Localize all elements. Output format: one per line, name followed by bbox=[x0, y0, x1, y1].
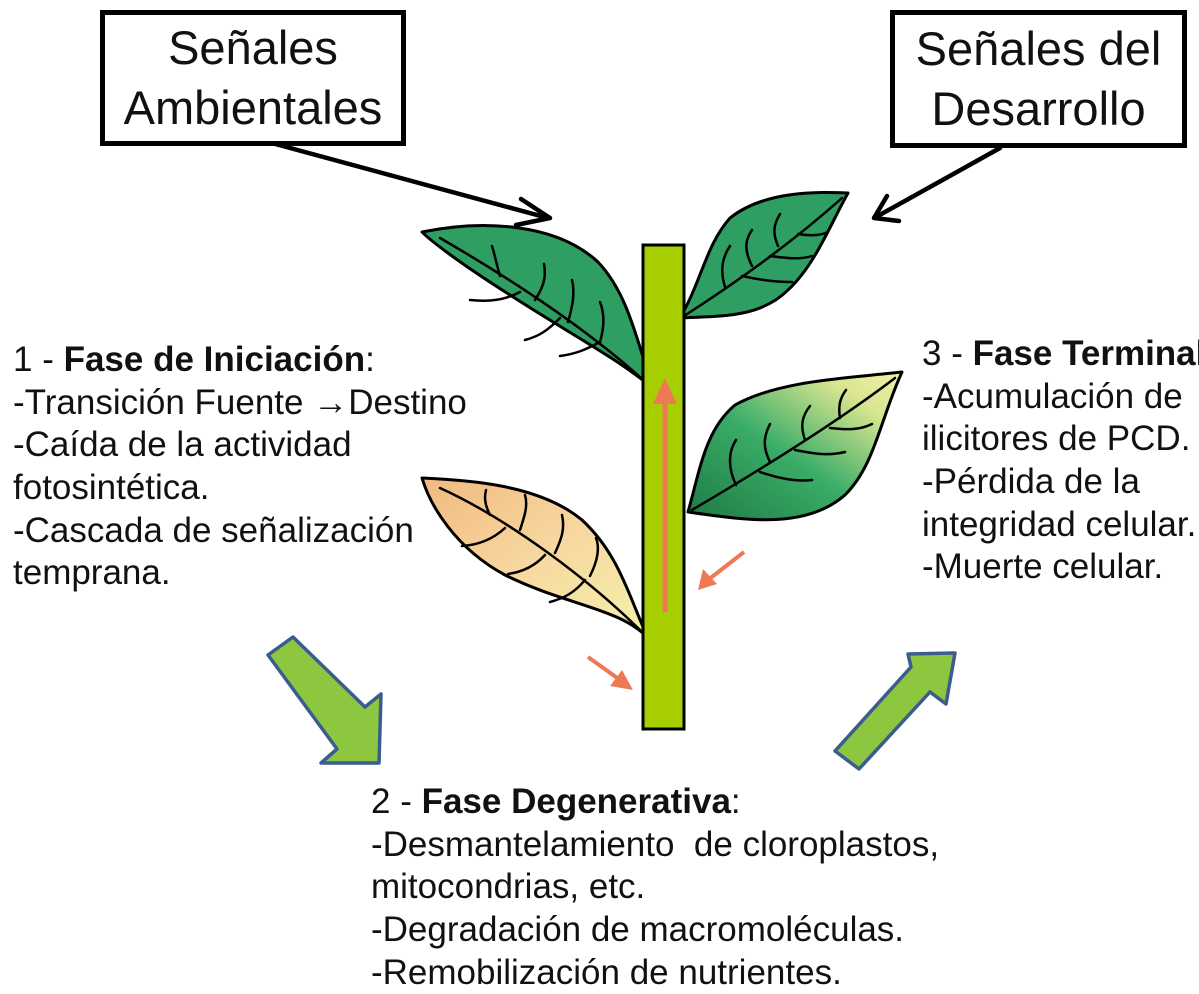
signal-arrow-icon bbox=[871, 145, 1003, 224]
initiation-phase-block: 1 - Fase de Iniciación: -Transición Fuen… bbox=[13, 339, 467, 595]
leaf-top-left bbox=[420, 224, 657, 392]
terminal-phase-item: integridad celular. bbox=[922, 504, 1197, 544]
degenerative-phase-item: -Degradación de macromoléculas. bbox=[371, 910, 905, 950]
environmental-signals-line: Ambientales bbox=[123, 81, 383, 134]
nutrient-flow-arrow-icon bbox=[653, 378, 677, 612]
degenerative-phase-item: -Desmantelamiento de cloroplastos, bbox=[371, 824, 940, 864]
terminal-phase-item: -Muerte celular. bbox=[922, 547, 1164, 587]
right-arrow-icon: → bbox=[313, 382, 349, 422]
leaf-top-right bbox=[678, 191, 850, 320]
phase-transition-arrow-icon bbox=[833, 651, 957, 771]
initiation-phase-title: Fase de Iniciación bbox=[63, 340, 366, 379]
nutrient-flow-arrow-icon bbox=[698, 550, 746, 590]
nutrient-flow-arrow-icon bbox=[586, 655, 633, 690]
degenerative-phase-item: mitocondrias, etc. bbox=[371, 867, 646, 907]
terminal-phase-item: -Acumulación de bbox=[922, 376, 1183, 416]
terminal-phase-item: ilicitores de PCD. bbox=[922, 419, 1191, 459]
environmental-signals-line: Señales bbox=[168, 20, 338, 74]
signal-arrow-icon bbox=[265, 139, 553, 228]
terminal-phase-title: Fase Terminal bbox=[972, 334, 1199, 373]
terminal-phase-block: 3 - Fase Terminal: -Acumulación de ilici… bbox=[922, 333, 1199, 589]
phase-transition-arrow-icon bbox=[266, 635, 383, 765]
initiation-phase-item: -Transición Fuente →Destino bbox=[13, 382, 467, 422]
initiation-phase-item: fotosintética. bbox=[13, 468, 210, 508]
leaf-middle-right bbox=[686, 370, 904, 522]
developmental-signals-box: Señales del Desarrollo bbox=[890, 10, 1187, 148]
terminal-phase-heading: 3 - Fase Terminal: bbox=[922, 333, 1199, 376]
environmental-signals-box: Señales Ambientales bbox=[100, 10, 406, 146]
terminal-phase-item: -Pérdida de la bbox=[922, 462, 1140, 502]
developmental-signals-line: Señales del bbox=[915, 21, 1162, 75]
degenerative-phase-title: Fase Degenerativa bbox=[421, 782, 731, 821]
degenerative-phase-heading: 2 - Fase Degenerativa: bbox=[371, 782, 741, 821]
developmental-signals-line: Desarrollo bbox=[931, 82, 1146, 135]
initiation-phase-item: -Cascada de señalización bbox=[13, 510, 414, 550]
leaf-bottom-left bbox=[420, 476, 650, 640]
initiation-phase-item: -Caída de la actividad bbox=[13, 425, 352, 465]
initiation-phase-item: temprana. bbox=[13, 553, 171, 593]
degenerative-phase-item: -Remobilización de nutrientes. bbox=[371, 952, 842, 992]
initiation-phase-heading: 1 - Fase de Iniciación: bbox=[13, 340, 375, 379]
degenerative-phase-block: 2 - Fase Degenerativa: -Desmantelamiento… bbox=[371, 781, 939, 994]
